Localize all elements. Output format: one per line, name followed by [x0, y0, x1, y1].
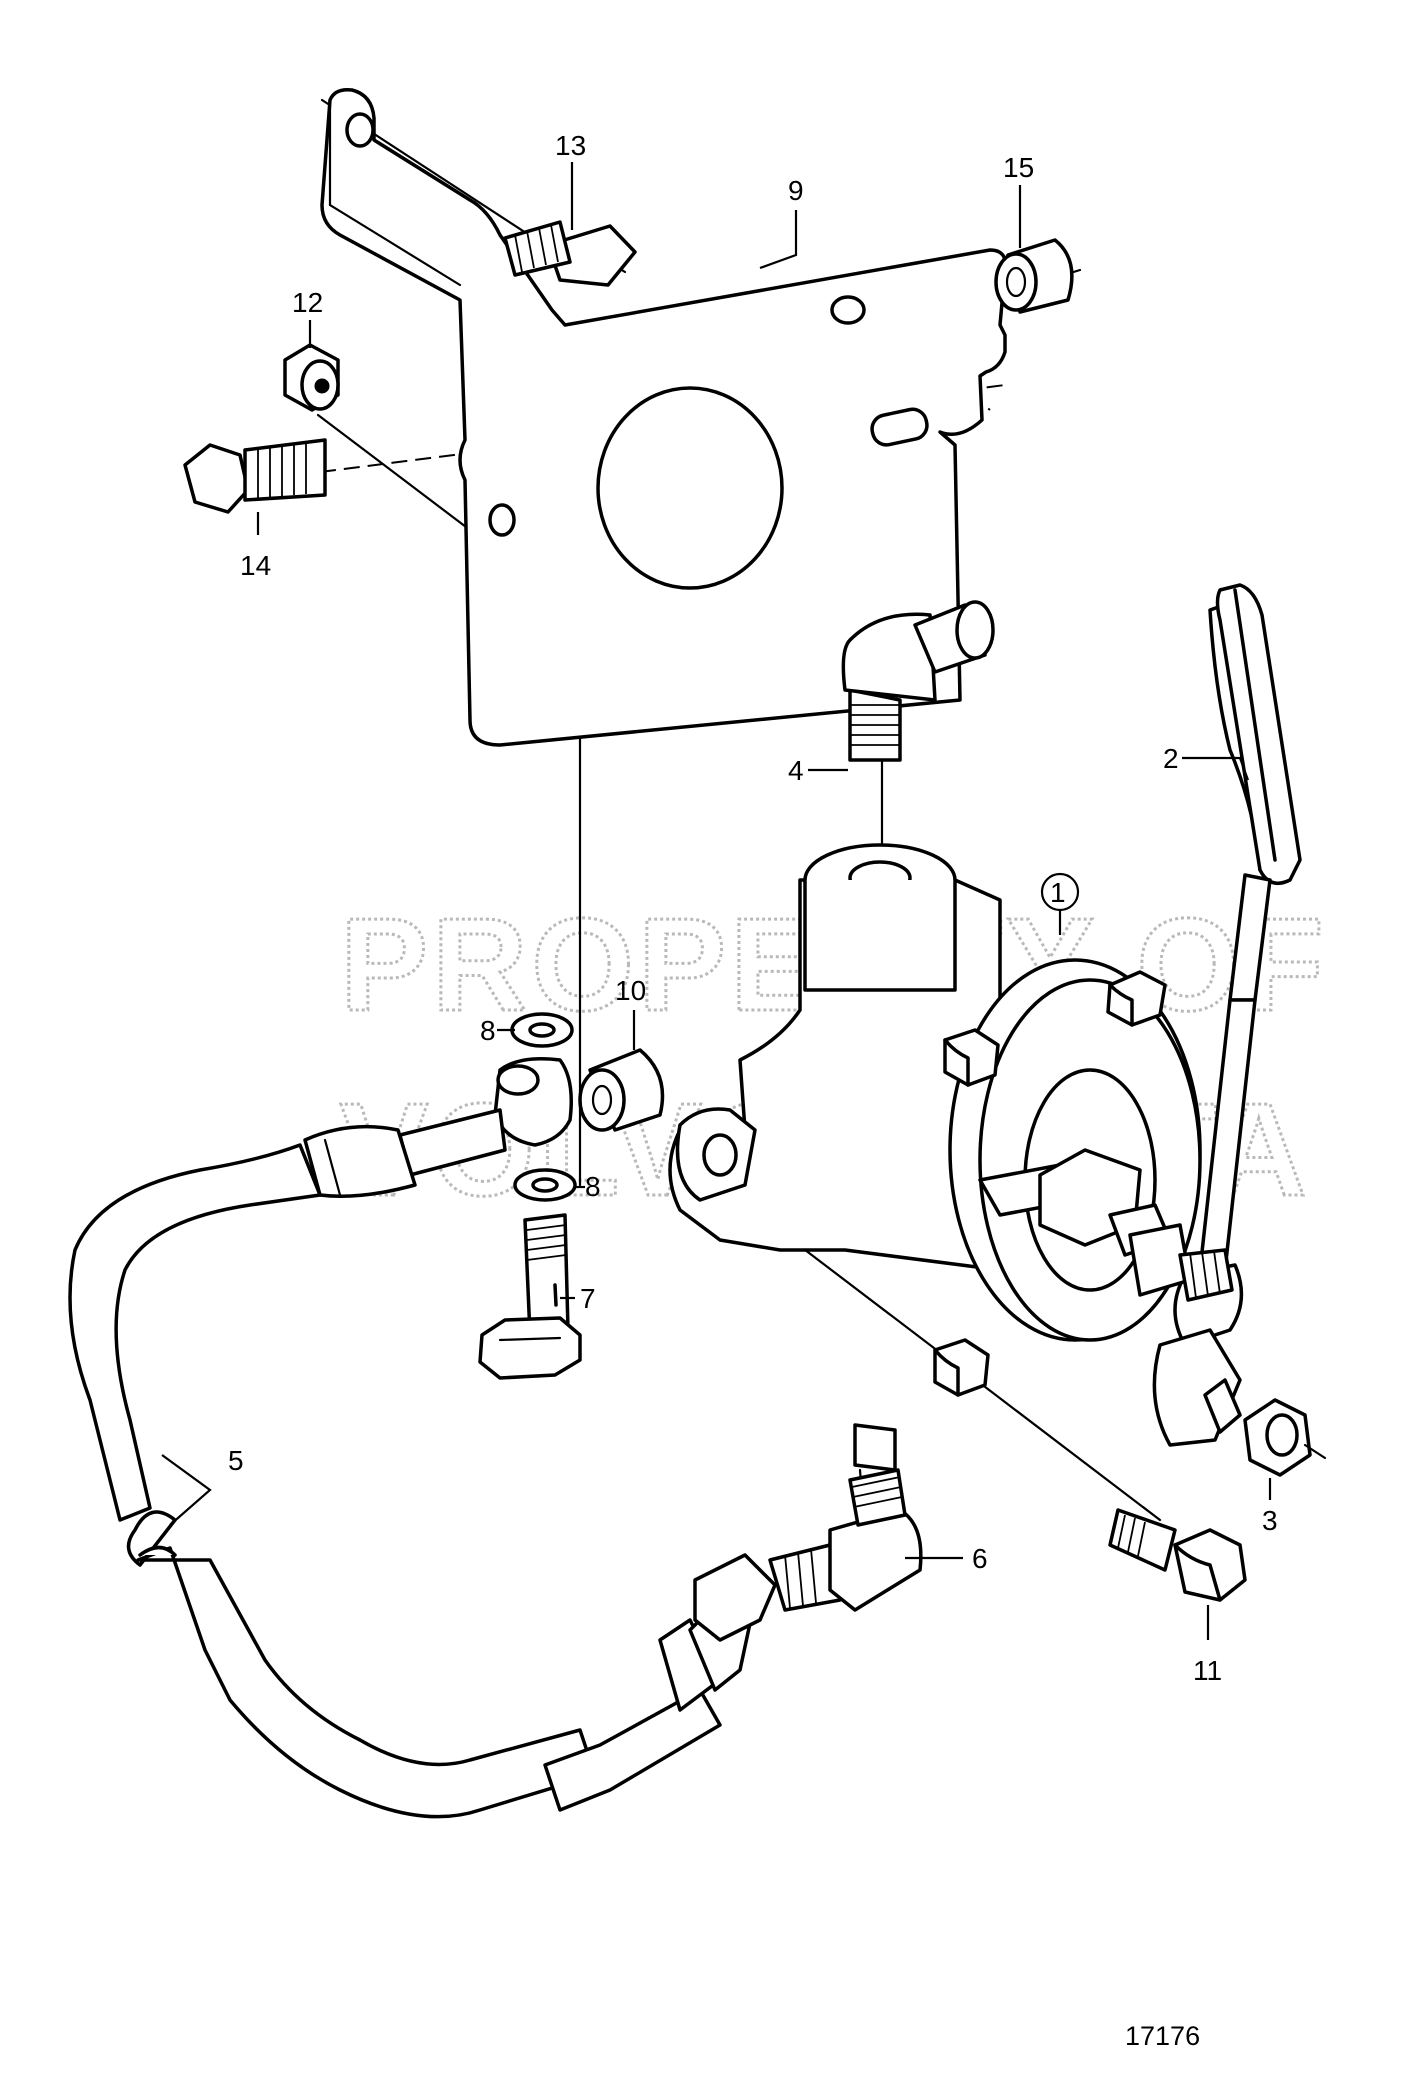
washer-8-lower — [513, 1168, 577, 1202]
banjo-bolt-7 — [478, 1213, 582, 1380]
callout-5: 5 — [228, 1445, 244, 1476]
washer-8-upper — [510, 1012, 574, 1048]
callout-8-upper: 8 — [480, 1015, 496, 1046]
callout-1: 1 — [1050, 877, 1066, 908]
callout-3: 3 — [1262, 1505, 1278, 1536]
callout-labels: 1 2 3 4 5 6 7 8 8 9 10 11 12 13 14 15 — [228, 130, 1278, 1686]
spacer-15 — [994, 238, 1074, 314]
callout-15: 15 — [1003, 152, 1034, 183]
elbow-fitting-4 — [841, 600, 995, 762]
callout-8-lower: 8 — [585, 1171, 601, 1202]
callout-10: 10 — [615, 975, 646, 1006]
hose-5 — [68, 1143, 597, 1819]
leader-lines — [161, 162, 1272, 1640]
spacer-10 — [578, 1048, 665, 1132]
callout-13: 13 — [555, 130, 586, 161]
mounting-bracket — [320, 87, 1008, 747]
callout-12: 12 — [292, 287, 323, 318]
callout-7: 7 — [580, 1283, 596, 1314]
bolt-11 — [1108, 1508, 1247, 1602]
callout-9: 9 — [788, 175, 804, 206]
callout-4: 4 — [788, 755, 804, 786]
bolt-13 — [503, 220, 637, 287]
hose-lower-fitting — [543, 1553, 777, 1812]
callout-circle-1 — [1040, 872, 1080, 912]
nut-12 — [283, 343, 340, 412]
callout-6: 6 — [972, 1543, 988, 1574]
bolt-14 — [183, 438, 327, 514]
valve-body-1 — [668, 843, 1234, 1472]
elbow-fitting-6 — [768, 1468, 923, 1612]
nut-3 — [1243, 1398, 1327, 1477]
drawing-number: 17176 — [1125, 2021, 1200, 2051]
callout-14: 14 — [240, 550, 271, 581]
callout-11: 11 — [1193, 1655, 1222, 1686]
callout-2: 2 — [1163, 743, 1179, 774]
banjo-fitting — [303, 1057, 573, 1198]
